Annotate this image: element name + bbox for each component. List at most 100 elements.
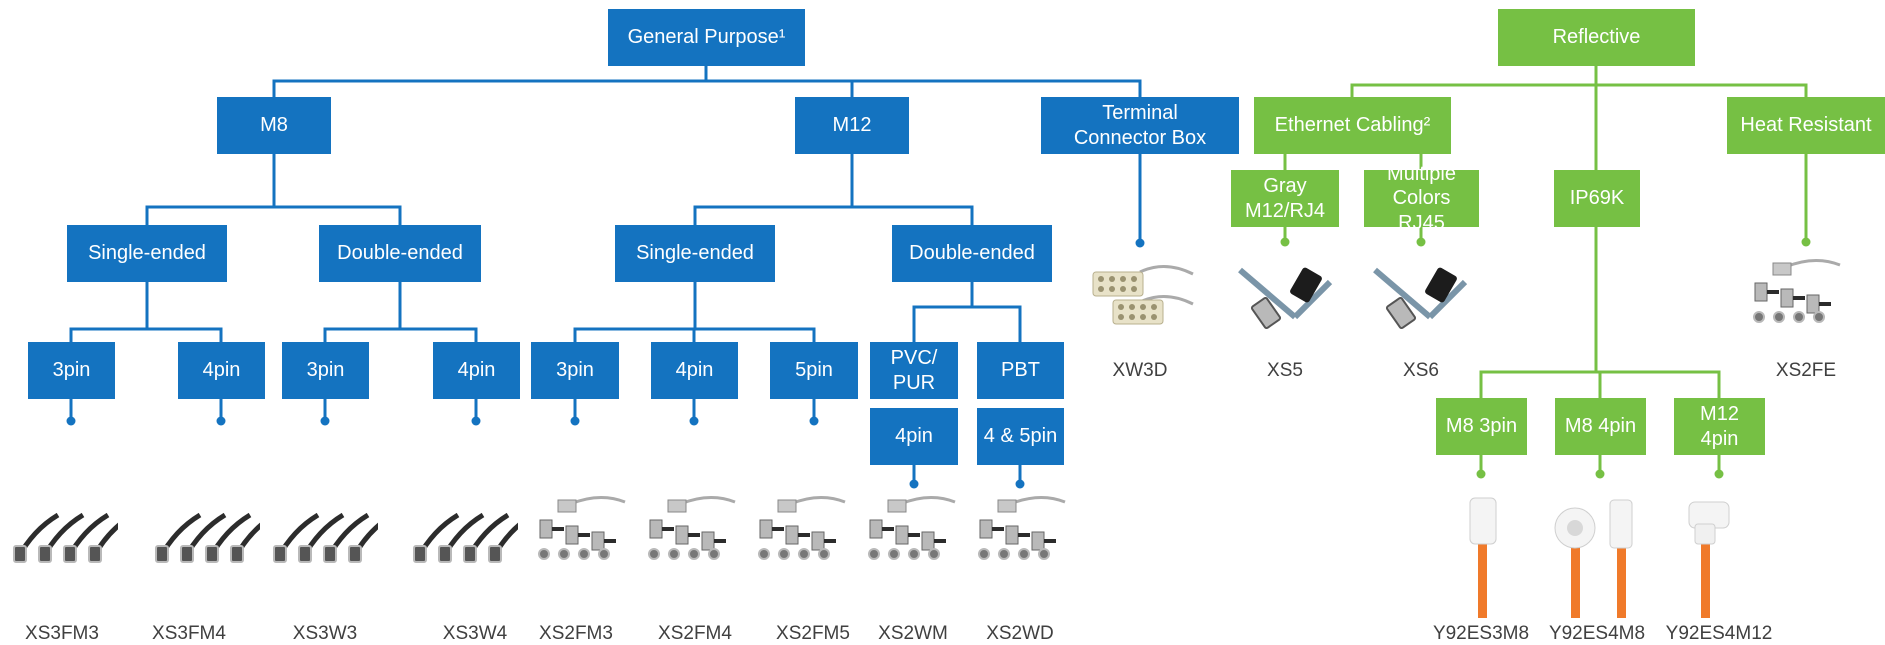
m12-plug — [1250, 296, 1282, 330]
connector-nut — [778, 548, 790, 560]
connector-dot-pbt — [1015, 479, 1025, 489]
cable-strand — [1571, 545, 1580, 618]
node-m12-double-ended: Double-ended — [892, 225, 1052, 282]
connector-m8-bus — [145, 205, 402, 225]
connector-body — [869, 519, 883, 539]
cable-strand — [1292, 279, 1333, 320]
node-m12-single-ended: Single-ended — [615, 225, 775, 282]
connector-dot-pin — [809, 416, 819, 426]
connector-dot-multiple — [1416, 237, 1426, 247]
terminal-port — [1131, 276, 1137, 282]
terminal-port — [1129, 314, 1135, 320]
connector-reflective-bus — [1350, 83, 1808, 97]
rj45-plug — [1425, 267, 1457, 303]
terminal-port — [1118, 314, 1124, 320]
connector-body — [895, 525, 909, 545]
product-image-xs3fm4 — [155, 512, 260, 563]
connector-nut — [1038, 548, 1050, 560]
terminal-port — [1109, 286, 1115, 292]
connector-body — [539, 519, 553, 539]
connector-head — [180, 545, 194, 563]
product-image-xs5 — [1238, 267, 1333, 330]
product-image-y92es4m8 — [1554, 499, 1633, 618]
product-image-xs3w4 — [413, 512, 518, 563]
connector-nut — [758, 548, 770, 560]
product-image-xs2fm5 — [758, 496, 846, 560]
product-label-xs2fm3: XS2FM3 — [539, 623, 613, 644]
product-image-xs3w3 — [273, 512, 378, 563]
connector-housing — [777, 499, 797, 513]
connector-m8-single-bus — [69, 327, 223, 342]
node-m8-single-4pin: 4pin — [178, 342, 265, 399]
product-label-xs2fm5: XS2FM5 — [776, 623, 850, 644]
product-label-xs5: XS5 — [1267, 360, 1303, 381]
node-m12-single-4pin: 4pin — [651, 342, 738, 399]
connector-nut — [668, 548, 680, 560]
connector-dot-pvc — [909, 479, 919, 489]
connector-head — [63, 545, 77, 563]
product-image-xs2fm3 — [538, 496, 626, 560]
product-image-y92es4m12 — [1688, 501, 1730, 618]
product-label-y92es4m8: Y92ES4M8 — [1548, 623, 1646, 644]
connector-body — [649, 519, 663, 539]
connector-general-bus — [272, 79, 1142, 97]
cable-strand — [1617, 545, 1626, 618]
connector-dot-pin — [689, 416, 699, 426]
node-heat-resistant: Heat Resistant — [1727, 97, 1885, 154]
node-m8-double-4pin: 4pin — [433, 342, 520, 399]
connector-nut — [1018, 548, 1030, 560]
connector-body — [979, 519, 993, 539]
terminal-box — [1112, 299, 1164, 325]
m12-plug — [1385, 296, 1417, 330]
cable-strand — [1373, 267, 1432, 320]
terminal-port — [1120, 286, 1126, 292]
connector-head — [438, 545, 452, 563]
connector-body — [785, 525, 799, 545]
terminal-port — [1098, 286, 1104, 292]
node-reflective: Reflective — [1498, 9, 1695, 66]
connector-head — [230, 545, 244, 563]
connector-dot-pin — [570, 416, 580, 426]
connector-nut — [1753, 311, 1765, 323]
product-label-y92es3m8: Y92ES3M8 — [1432, 623, 1530, 644]
terminal-port — [1118, 304, 1124, 310]
connector-m8-double-bus — [323, 327, 478, 342]
connector-dot-pin — [66, 416, 76, 426]
connector-body — [1780, 288, 1794, 308]
connector-dot-gray — [1280, 237, 1290, 247]
connector-dot-pin — [216, 416, 226, 426]
connector-head — [1609, 499, 1633, 549]
product-image-y92es3m8 — [1469, 497, 1497, 618]
node-m12-single-3pin: 3pin — [531, 342, 619, 399]
connector-nut — [688, 548, 700, 560]
connector-head — [273, 545, 287, 563]
connector-head — [348, 545, 362, 563]
node-pvc-4pin: 4pin — [870, 408, 958, 465]
connector-housing — [997, 499, 1017, 513]
terminal-port — [1098, 276, 1104, 282]
connector-body — [675, 525, 689, 545]
product-label-xs3w4: XS3W4 — [442, 623, 508, 644]
connector-m12-bus — [693, 205, 974, 225]
product-image-xw3d — [1092, 265, 1194, 325]
connector-dot-ip69k — [1714, 469, 1724, 479]
connector-nut — [1773, 311, 1785, 323]
node-pbt: PBT — [977, 342, 1064, 399]
connector-nut — [558, 548, 570, 560]
cable-strand — [1784, 259, 1841, 269]
connector-nut — [1793, 311, 1805, 323]
node-m12: M12 — [795, 97, 909, 154]
connector-nut — [978, 548, 990, 560]
connector-housing — [557, 499, 577, 513]
connector-head — [155, 545, 169, 563]
terminal-box — [1092, 271, 1144, 297]
node-m12-4pin-ip69k: M12 4pin — [1674, 398, 1765, 455]
connector-head — [13, 545, 27, 563]
connector-body — [701, 531, 715, 551]
connector-head — [463, 545, 477, 563]
connector-body — [1806, 294, 1820, 314]
terminal-port — [1151, 304, 1157, 310]
connector-dot-ip69k — [1476, 469, 1486, 479]
connector-nut — [888, 548, 900, 560]
connector-nut — [928, 548, 940, 560]
